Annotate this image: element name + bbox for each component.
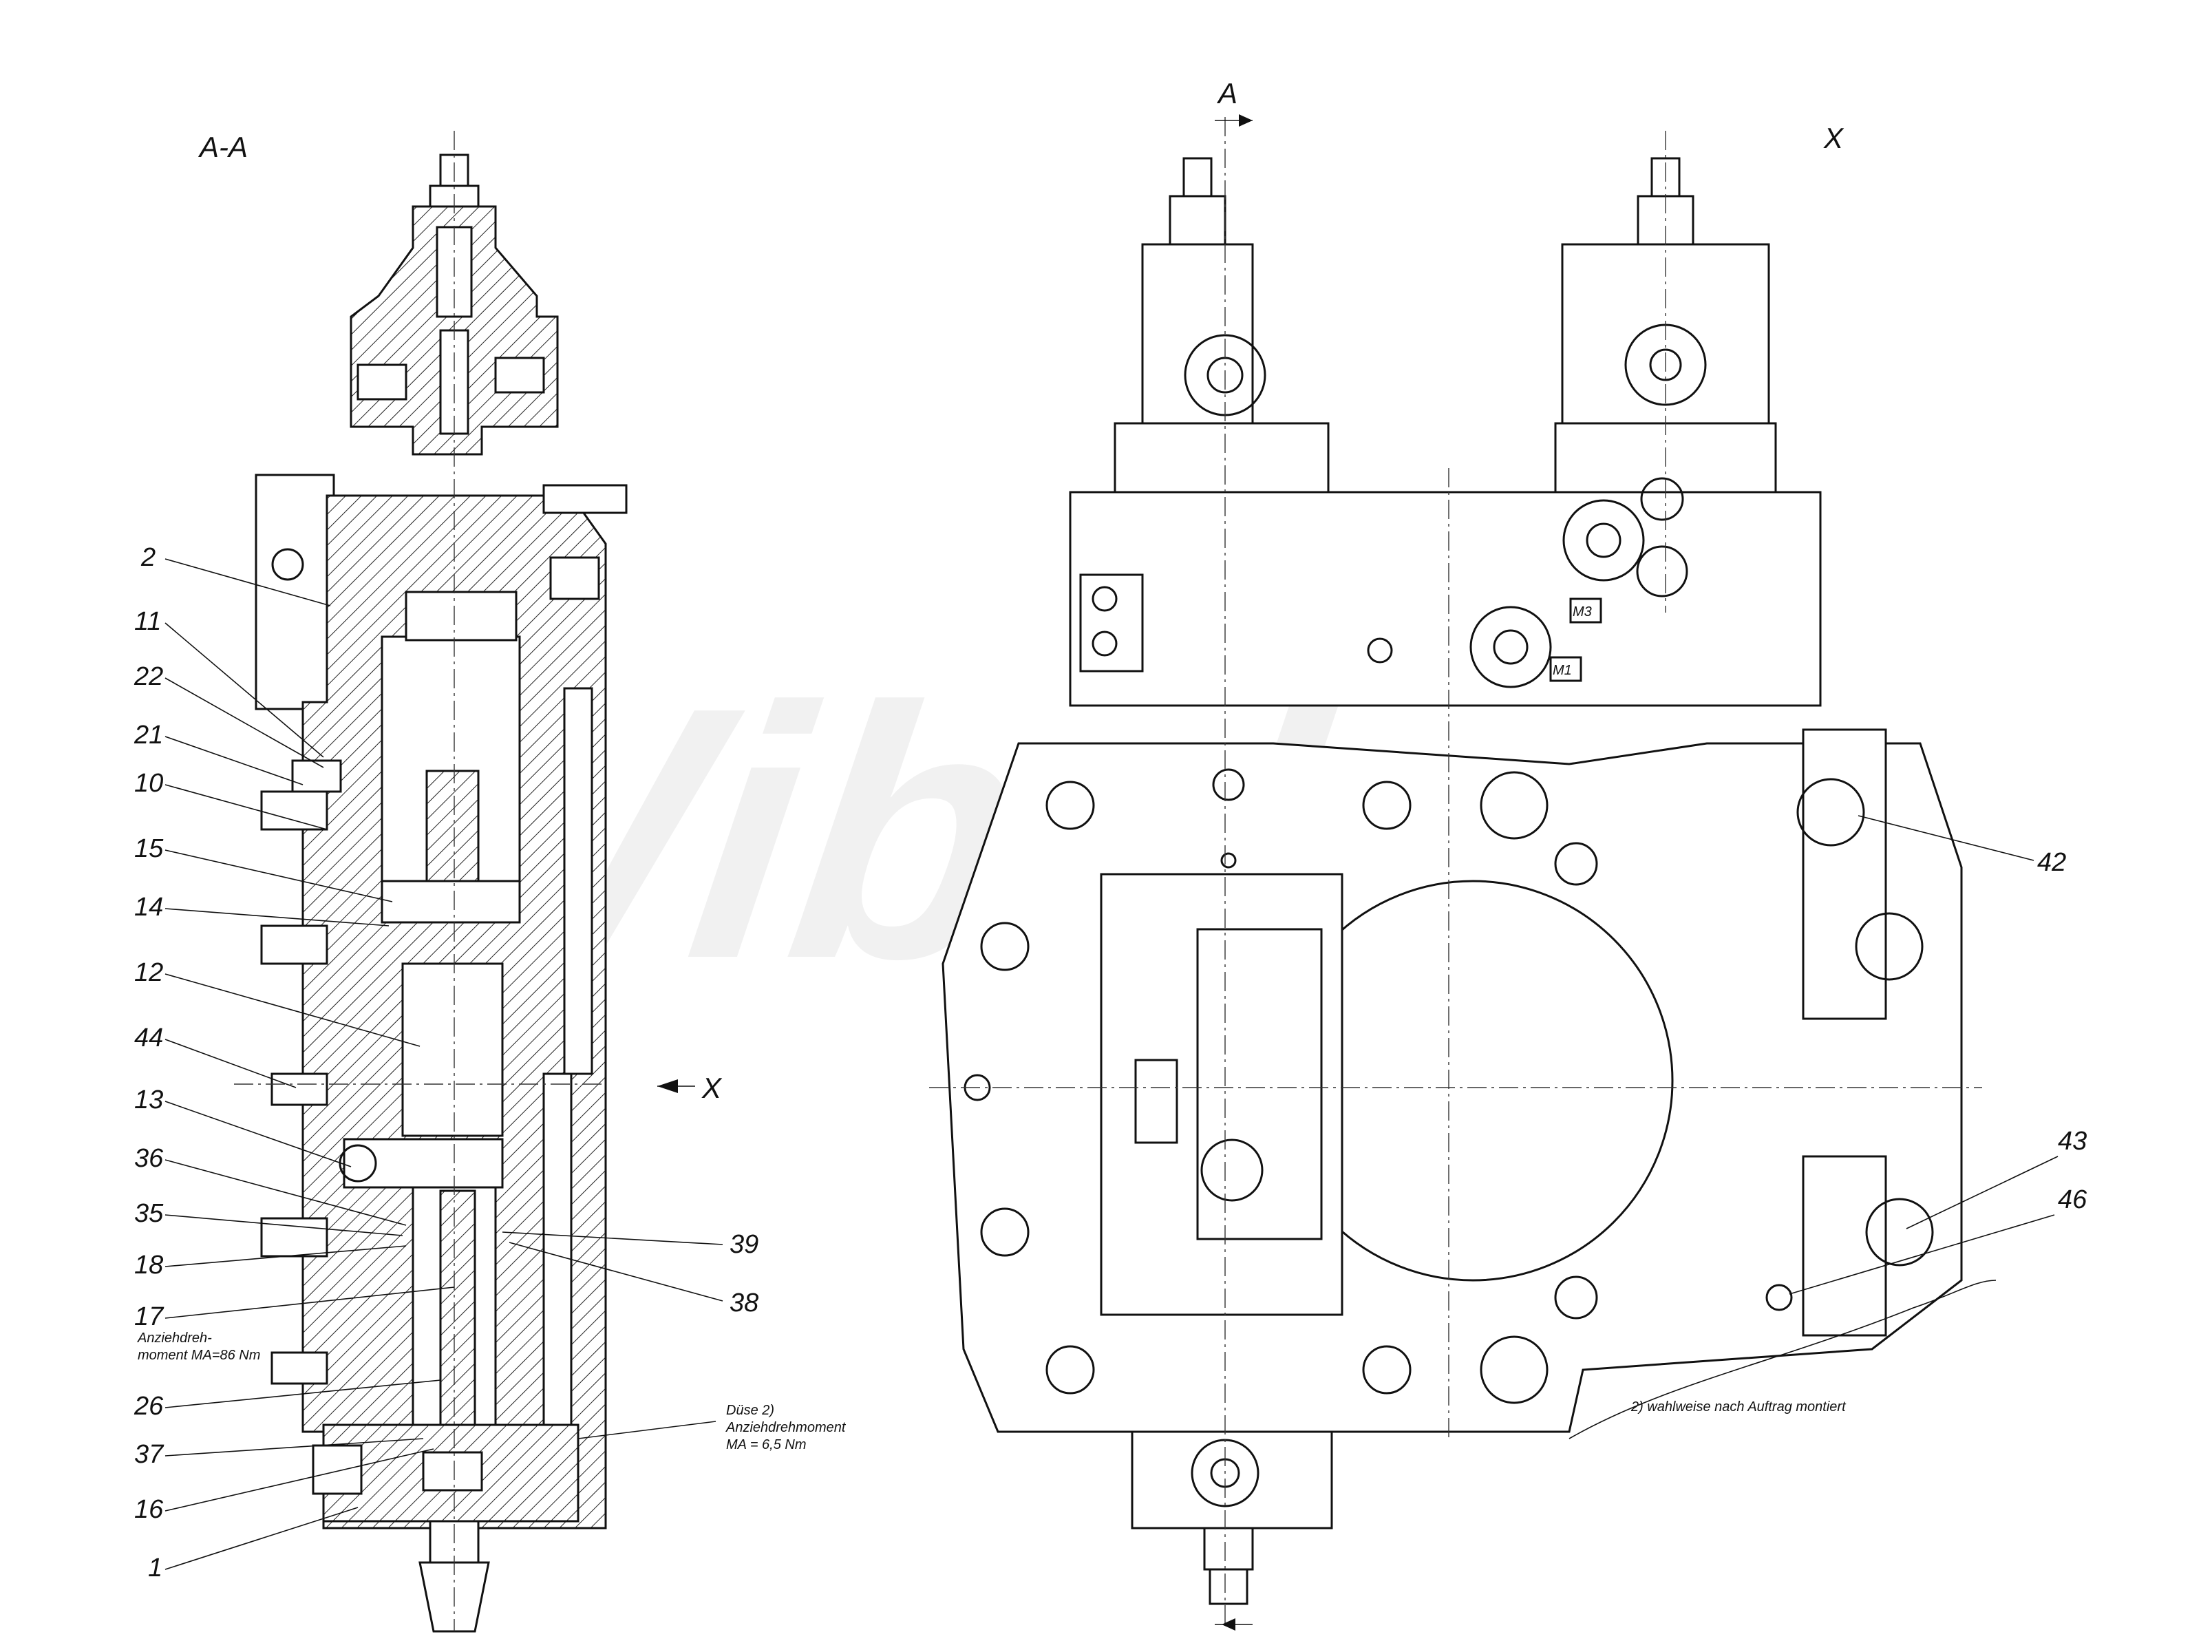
port-label-m3: M3 xyxy=(1573,604,1592,620)
callout-number: 15 xyxy=(134,834,164,863)
nozzle-note-line: MA = 6,5 Nm xyxy=(726,1437,807,1452)
callout-number: 18 xyxy=(134,1251,163,1280)
callout-number: 21 xyxy=(134,721,163,750)
callout-number: 36 xyxy=(134,1144,164,1173)
view-x-title: X xyxy=(1823,122,1844,154)
footnote: 2) wahlweise nach Auftrag montiert xyxy=(1630,1399,1847,1415)
port-label-m1: M1 xyxy=(1553,663,1572,678)
torque-note-line: Anziehdreh- xyxy=(137,1331,212,1346)
callout-number: 43 xyxy=(2058,1127,2087,1156)
section-title: A-A xyxy=(198,131,248,163)
callout-number: 10 xyxy=(134,769,163,798)
torque-note-line: moment MA=86 Nm xyxy=(138,1348,260,1363)
callout-number: 37 xyxy=(134,1440,164,1469)
nozzle-note-line: Anziehdrehmoment xyxy=(725,1420,847,1435)
callout-number: 42 xyxy=(2037,848,2066,877)
callout-number: 2 xyxy=(140,543,156,572)
callout-number: 13 xyxy=(134,1086,163,1114)
nozzle-note-line: Düse 2) xyxy=(726,1403,774,1418)
callout-number: 44 xyxy=(134,1024,163,1052)
leader-lines-left xyxy=(164,558,723,1570)
callout-number: 16 xyxy=(134,1495,164,1524)
leader-lines-right xyxy=(1789,815,2059,1295)
callout-number: 46 xyxy=(2058,1185,2087,1214)
callout-number: 11 xyxy=(134,607,161,636)
callouts-left: 2 11 22 21 10 15 14 12 44 13 36 35 18 17… xyxy=(134,543,164,1582)
callouts-right: 39 38 42 43 46 xyxy=(730,848,2087,1317)
x-arrow-label: X xyxy=(701,1072,723,1104)
callout-number: 35 xyxy=(134,1199,164,1228)
callout-number: 38 xyxy=(730,1289,758,1317)
housing-bolts xyxy=(964,768,1934,1404)
section-view-a-a xyxy=(234,131,695,1633)
callout-number: 26 xyxy=(134,1392,164,1421)
callout-number: 22 xyxy=(134,662,163,691)
callout-number: 14 xyxy=(134,893,163,922)
callout-number: 39 xyxy=(730,1230,758,1259)
torque-note: Anziehdreh- moment MA=86 Nm xyxy=(137,1331,260,1363)
callout-number: 1 xyxy=(148,1554,162,1582)
view-x xyxy=(929,114,1997,1631)
view-marker-a: A xyxy=(1216,77,1237,109)
nozzle-note: Düse 2) Anziehdrehmoment MA = 6,5 Nm xyxy=(725,1403,847,1452)
callout-number: 12 xyxy=(134,958,163,987)
callout-number: 17 xyxy=(134,1302,164,1331)
